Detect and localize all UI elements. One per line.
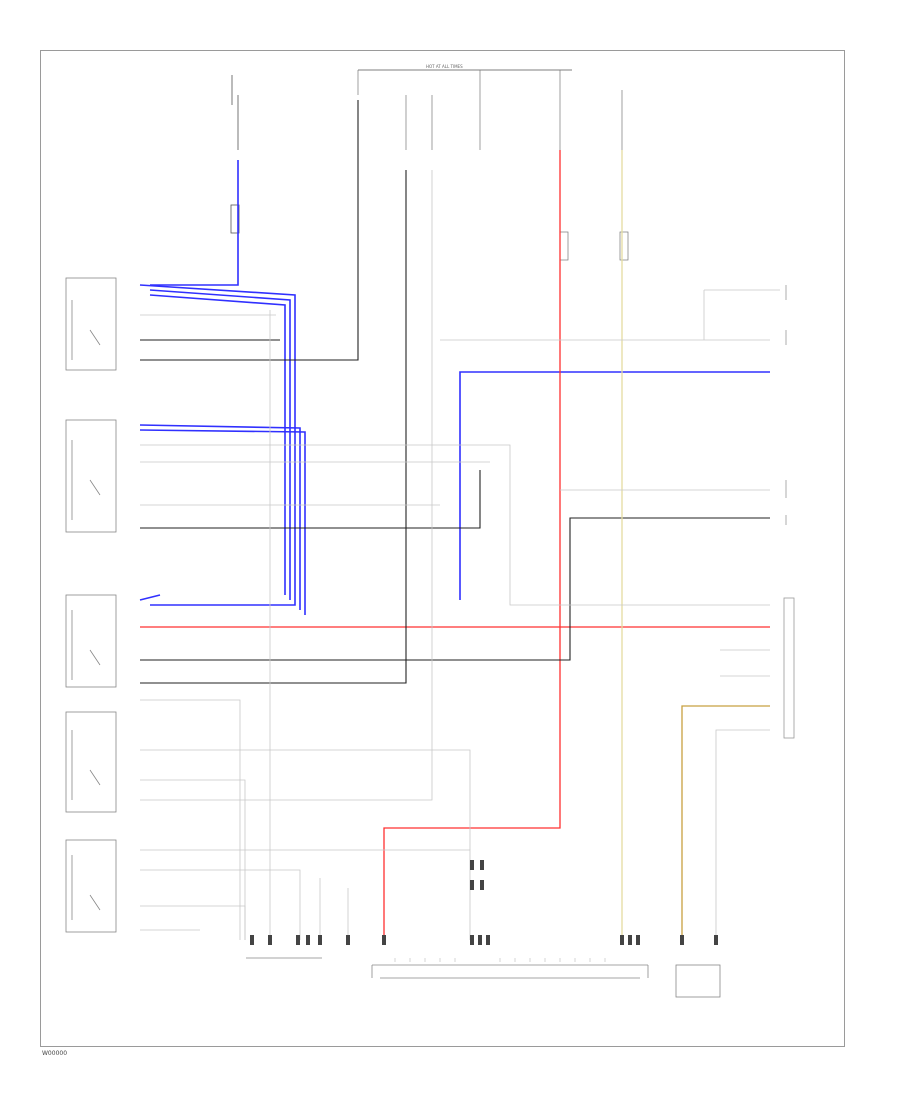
- relay-4: [65, 711, 117, 813]
- tan-wires: [681, 705, 770, 940]
- relay-2: [65, 419, 117, 533]
- figure-id: W00000: [42, 1050, 68, 1057]
- relay-3: [65, 594, 117, 688]
- top-bus-label: HOT AT ALL TIMES: [426, 64, 463, 69]
- sensor-module: [675, 964, 721, 998]
- blue-wires: [139, 160, 770, 615]
- fuse-column-left: [230, 75, 240, 234]
- diagram-frame: [40, 50, 845, 1047]
- bottom-pin-markers: [250, 860, 718, 945]
- red-wires: [140, 150, 770, 940]
- gray-wires: [140, 170, 780, 940]
- relay-5: [65, 839, 117, 933]
- relay-1: [65, 277, 117, 371]
- bottom-pin-row: [394, 958, 606, 962]
- fuse-feeds: [357, 70, 629, 261]
- right-connectors: [783, 285, 795, 739]
- black-wires: [140, 100, 770, 684]
- bottom-connector-strip: [371, 964, 649, 979]
- top-power-bus: HOT AT ALL TIMES: [358, 64, 572, 71]
